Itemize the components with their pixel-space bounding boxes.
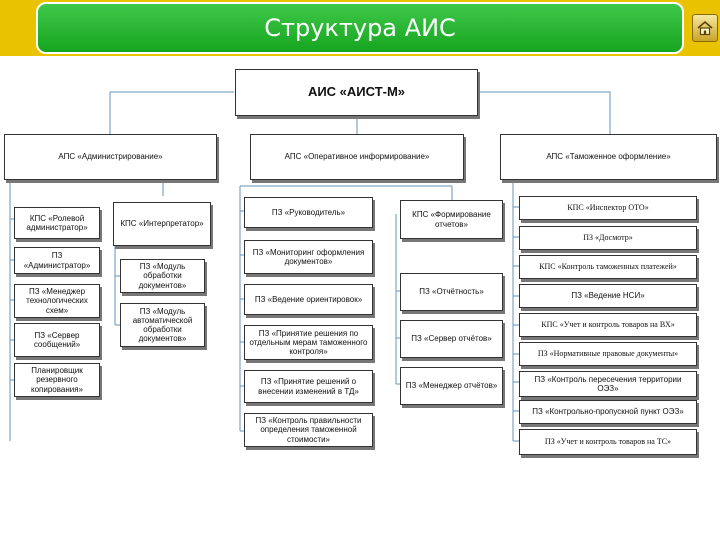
reports-node: КПС «Формирование отчетов» xyxy=(400,200,503,239)
admin-item: ПЗ «Сервер сообщений» xyxy=(14,323,100,357)
interpreter-node: КПС «Интерпретатор» xyxy=(113,202,211,246)
oper-item: ПЗ «Ведение ориентировок» xyxy=(244,284,373,315)
reports-item: ПЗ «Отчётность» xyxy=(400,273,503,311)
reports-item: ПЗ «Менеджер отчётов» xyxy=(400,367,503,405)
customs-item: КПС «Инспектор ОТО» xyxy=(519,196,697,220)
aps-customs-node: АПС «Таможенное оформление» xyxy=(500,134,717,180)
oper-item: ПЗ «Мониторинг оформления документов» xyxy=(244,240,373,274)
home-icon xyxy=(697,20,713,36)
title-banner: Структура АИС xyxy=(36,2,684,54)
customs-item: ПЗ «Контроль пересечения территории ОЭЗ» xyxy=(519,371,697,397)
admin-item: КПС «Ролевой администратор» xyxy=(14,207,100,239)
page-title: Структура АИС xyxy=(264,14,456,42)
admin-item: ПЗ «Менеджер технологических схем» xyxy=(14,284,100,318)
home-button[interactable] xyxy=(692,14,718,42)
customs-item: ПЗ «Нормативные правовые документы» xyxy=(519,342,697,366)
admin-item: ПЗ «Администратор» xyxy=(14,247,100,274)
customs-item: КПС «Учет и контроль товаров на ВХ» xyxy=(519,313,697,337)
customs-item: ПЗ «Учет и контроль товаров на ТС» xyxy=(519,429,697,455)
admin-item: Планировщик резервного копирования» xyxy=(14,363,100,397)
aps-admin-node: АПС «Администрирование» xyxy=(4,134,217,180)
customs-item: ПЗ «Контрольно-пропускной пункт ОЭЗ» xyxy=(519,400,697,424)
root-node: АИС «АИСТ-М» xyxy=(235,69,478,116)
customs-item: КПС «Контроль таможенных платежей» xyxy=(519,255,697,279)
interpreter-item: ПЗ «Модуль автоматической обработки доку… xyxy=(120,303,205,347)
customs-item: ПЗ «Досмотр» xyxy=(519,226,697,250)
oper-item: ПЗ «Руководитель» xyxy=(244,197,373,228)
reports-item: ПЗ «Сервер отчётов» xyxy=(400,320,503,358)
oper-item: ПЗ «Принятие решений о внесении изменени… xyxy=(244,370,373,403)
customs-item: ПЗ «Ведение НСИ» xyxy=(519,284,697,308)
interpreter-item: ПЗ «Модуль обработки документов» xyxy=(120,259,205,293)
oper-item: ПЗ «Контроль правильности определения та… xyxy=(244,413,373,447)
aps-oper-node: АПС «Оперативное информирование» xyxy=(250,134,464,180)
oper-item: ПЗ «Принятие решения по отдельным мерам … xyxy=(244,325,373,360)
